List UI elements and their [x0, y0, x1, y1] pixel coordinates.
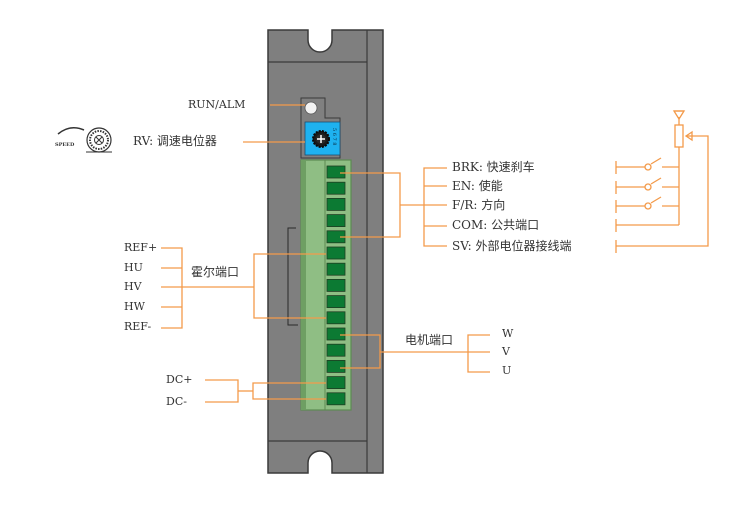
- terminal-15: [326, 392, 346, 406]
- terminal-7: [326, 262, 346, 276]
- label-sv: SV: 外部电位器接线端: [452, 239, 572, 253]
- label-ref-minus: REF-: [124, 320, 152, 333]
- label-dc-plus: DC+: [166, 373, 193, 386]
- terminal-10: [326, 311, 346, 325]
- wire-hall-bracket: [253, 253, 326, 319]
- label-fr: F/R: 方向: [452, 198, 506, 212]
- speed-icon-text: SPEED: [55, 142, 75, 148]
- motor-group-label: 电机端口: [405, 333, 454, 347]
- terminal-4: [326, 214, 346, 228]
- terminal-1: [326, 165, 346, 179]
- external-control-circuit: [615, 110, 709, 253]
- label-com: COM: 公共端口: [452, 218, 540, 232]
- wire-power-fan: [205, 379, 239, 403]
- label-hu: HU: [124, 261, 143, 274]
- terminal-12: [326, 343, 346, 357]
- speed-potentiometer[interactable]: 5 6 7 8: [304, 121, 341, 156]
- wire-power-bracket: [252, 382, 326, 400]
- hall-group-label: 霍尔端口: [191, 265, 240, 279]
- terminal-2: [326, 181, 346, 195]
- label-dc-minus: DC-: [166, 395, 187, 408]
- terminal-11: [326, 327, 346, 341]
- label-hw: HW: [124, 300, 145, 313]
- wire-hall-fan: [161, 247, 183, 329]
- label-w: W: [502, 327, 514, 340]
- terminal-9: [326, 295, 346, 309]
- terminal-14: [326, 376, 346, 390]
- label-u: U: [502, 364, 512, 377]
- label-hv: HV: [124, 280, 142, 293]
- wire-control-fan: [423, 167, 447, 247]
- wire-motor-fan: [467, 334, 490, 373]
- speed-knob-icon: [57, 127, 112, 153]
- terminal-8: [326, 278, 346, 292]
- svg-text:5 6 7 8: 5 6 7 8: [331, 128, 337, 146]
- terminal-6: [326, 246, 346, 260]
- terminals: [326, 165, 346, 406]
- wires: [161, 104, 490, 403]
- label-v: V: [502, 345, 510, 358]
- run-alm-label: RUN/ALM: [188, 98, 246, 111]
- label-ref-plus: REF+: [124, 241, 158, 254]
- terminal-3: [326, 197, 346, 211]
- rv-label: RV: 调速电位器: [133, 134, 217, 148]
- terminal-13: [326, 359, 346, 373]
- run-alm-led: [304, 101, 318, 115]
- label-en: EN: 使能: [452, 179, 503, 193]
- label-brk: BRK: 快速刹车: [452, 160, 535, 174]
